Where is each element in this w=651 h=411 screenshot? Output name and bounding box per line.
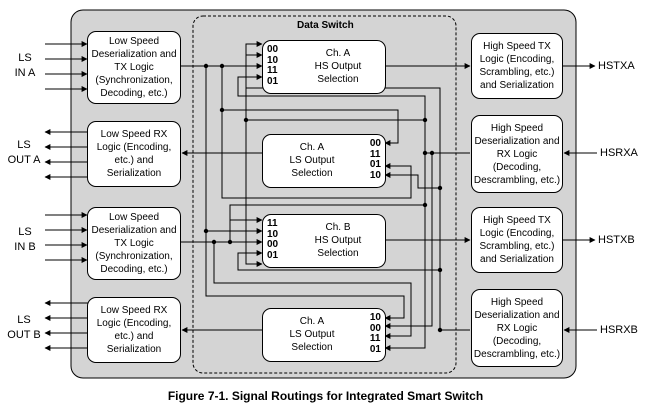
junction-dot bbox=[437, 267, 443, 273]
smart-switch-panel bbox=[70, 9, 577, 379]
hsrxa-label: HSRXA bbox=[600, 147, 638, 159]
ls-rx-serialization-block-a: Low Speed RX Logic (Encoding, etc.) and … bbox=[87, 121, 181, 187]
ch-b-hs-output-selection: 11 10 00 01 Ch. B HS Output Selection bbox=[262, 214, 386, 268]
ch-b-hs-title: Ch. B HS Output Selection bbox=[314, 222, 362, 259]
data-switch-label: Data Switch bbox=[297, 20, 354, 31]
junction-dot bbox=[422, 150, 428, 156]
ch-b-ls-title: Ch. A LS Output Selection bbox=[289, 316, 335, 353]
ls-in-b-label: LS IN B bbox=[14, 226, 36, 254]
ls-rx-serialization-block-b: Low Speed RX Logic (Encoding, etc.) and … bbox=[87, 297, 181, 363]
ch-a-ls-select-codes: 00 11 01 10 bbox=[369, 138, 381, 181]
ch-b-ls-output-selection: Ch. A LS Output Selection 10 00 11 01 bbox=[262, 308, 386, 362]
ls-in-a-label: LS IN A bbox=[14, 52, 36, 80]
hstxa-label: HSTXA bbox=[598, 60, 635, 72]
junction-dot bbox=[429, 150, 435, 156]
ch-a-ls-title: Ch. A LS Output Selection bbox=[289, 142, 335, 179]
junction-dot bbox=[227, 239, 233, 245]
hstxb-label: HSTXB bbox=[598, 234, 635, 246]
ch-a-ls-output-selection: Ch. A LS Output Selection 00 11 01 10 bbox=[262, 134, 386, 188]
junction-dot bbox=[437, 327, 443, 333]
hsrxb-label: HSRXB bbox=[600, 324, 638, 336]
junction-dot bbox=[219, 107, 225, 113]
junction-dot bbox=[219, 63, 225, 69]
ch-b-ls-select-codes: 10 00 11 01 bbox=[369, 312, 381, 355]
hs-deserialization-rx-block-a: High Speed Deserialization and RX Logic … bbox=[471, 115, 563, 193]
junction-dot bbox=[211, 239, 217, 245]
junction-dot bbox=[422, 117, 428, 123]
hs-deserialization-rx-block-b: High Speed Deserialization and RX Logic … bbox=[471, 289, 563, 367]
ls-out-a-label: LS OUT A bbox=[7, 139, 41, 167]
ch-a-hs-select-codes: 00 10 11 01 bbox=[267, 44, 279, 87]
junction-dot bbox=[437, 185, 443, 191]
ch-b-hs-select-codes: 11 10 00 01 bbox=[267, 218, 279, 261]
hs-tx-serialization-block-a: High Speed TX Logic (Encoding, Scramblin… bbox=[471, 33, 563, 99]
ch-a-hs-title: Ch. A HS Output Selection bbox=[314, 48, 362, 85]
figure-caption: Figure 7-1. Signal Routings for Integrat… bbox=[167, 389, 484, 403]
junction-dot bbox=[422, 202, 428, 208]
ls-deserialization-tx-block-a: Low Speed Deserialization and TX Logic (… bbox=[87, 31, 181, 104]
hs-tx-serialization-block-b: High Speed TX Logic (Encoding, Scramblin… bbox=[471, 207, 563, 273]
ls-out-b-label: LS OUT B bbox=[7, 314, 41, 342]
ls-deserialization-tx-block-b: Low Speed Deserialization and TX Logic (… bbox=[87, 207, 181, 280]
junction-dot bbox=[203, 228, 209, 234]
junction-dot bbox=[203, 63, 209, 69]
ch-a-hs-output-selection: 00 10 11 01 Ch. A HS Output Selection bbox=[262, 40, 386, 94]
junction-dot bbox=[243, 117, 249, 123]
data-switch-region bbox=[192, 15, 457, 374]
